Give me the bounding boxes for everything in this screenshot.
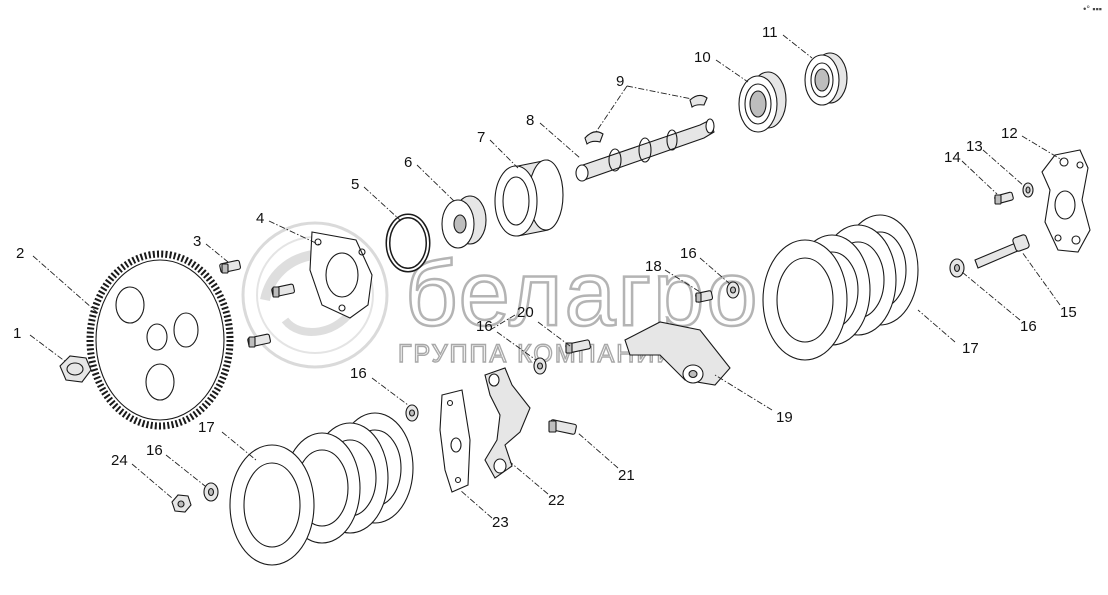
part-14-bolt xyxy=(994,191,1014,205)
label-16-mid: 16 xyxy=(680,245,697,262)
label-8: 8 xyxy=(526,112,534,129)
part-13-washer xyxy=(1022,182,1034,198)
part-17-disc-pack-right xyxy=(762,214,919,361)
part-19-lever xyxy=(624,321,731,386)
label-24: 24 xyxy=(111,452,128,469)
label-19: 19 xyxy=(776,409,793,426)
part-22-link xyxy=(484,367,531,479)
label-14: 14 xyxy=(944,149,961,166)
label-17-right: 17 xyxy=(962,340,979,357)
label-3: 3 xyxy=(193,233,201,250)
part-8-shaft xyxy=(575,118,715,182)
part-11-seal xyxy=(804,52,848,106)
label-17-left: 17 xyxy=(198,419,215,436)
label-4: 4 xyxy=(256,210,264,227)
label-16-left: 16 xyxy=(350,365,367,382)
part-4-plate xyxy=(309,231,373,319)
label-20: 20 xyxy=(517,304,534,321)
part-23-gasket xyxy=(439,389,471,493)
part-2-gear xyxy=(86,250,234,430)
label-16-right: 16 xyxy=(1020,318,1037,335)
part-18-bolt xyxy=(695,290,714,303)
corner-mark: •° ▪▪▪ xyxy=(1083,4,1102,14)
part-20-bolt xyxy=(565,339,591,354)
label-11: 11 xyxy=(762,24,778,41)
part-17-disc-pack-left xyxy=(229,412,414,566)
part-5-snap-ring xyxy=(385,213,431,273)
part-15-long-bolt xyxy=(974,234,1030,269)
part-7-sleeve xyxy=(494,159,564,237)
label-16-center: 16 xyxy=(476,318,493,335)
label-13: 13 xyxy=(966,138,983,155)
leader-lines xyxy=(29,34,1063,519)
label-6: 6 xyxy=(404,154,412,171)
part-24-nut xyxy=(171,494,192,513)
label-15: 15 xyxy=(1060,304,1077,321)
label-2: 2 xyxy=(16,245,24,262)
label-9: 9 xyxy=(616,73,624,90)
part-labels: 1 2 3 4 5 6 7 8 9 10 11 12 13 14 15 16 1… xyxy=(13,24,1077,531)
label-12: 12 xyxy=(1001,125,1018,142)
label-23: 23 xyxy=(492,514,509,531)
part-10-bearing xyxy=(738,71,787,133)
part-12-bracket xyxy=(1041,149,1091,253)
label-21: 21 xyxy=(618,467,635,484)
label-1: 1 xyxy=(13,325,21,342)
part-1-nut xyxy=(59,355,92,383)
label-10: 10 xyxy=(694,49,711,66)
part-16-washers xyxy=(203,258,965,502)
label-5: 5 xyxy=(351,176,359,193)
part-9-keys xyxy=(584,94,708,145)
label-16-bottom: 16 xyxy=(146,442,163,459)
label-22: 22 xyxy=(548,492,565,509)
part-3-bolts xyxy=(219,259,295,348)
part-21-bolt xyxy=(548,419,577,435)
part-6-bushing xyxy=(441,195,487,249)
label-18: 18 xyxy=(645,258,662,275)
label-7: 7 xyxy=(477,129,485,146)
